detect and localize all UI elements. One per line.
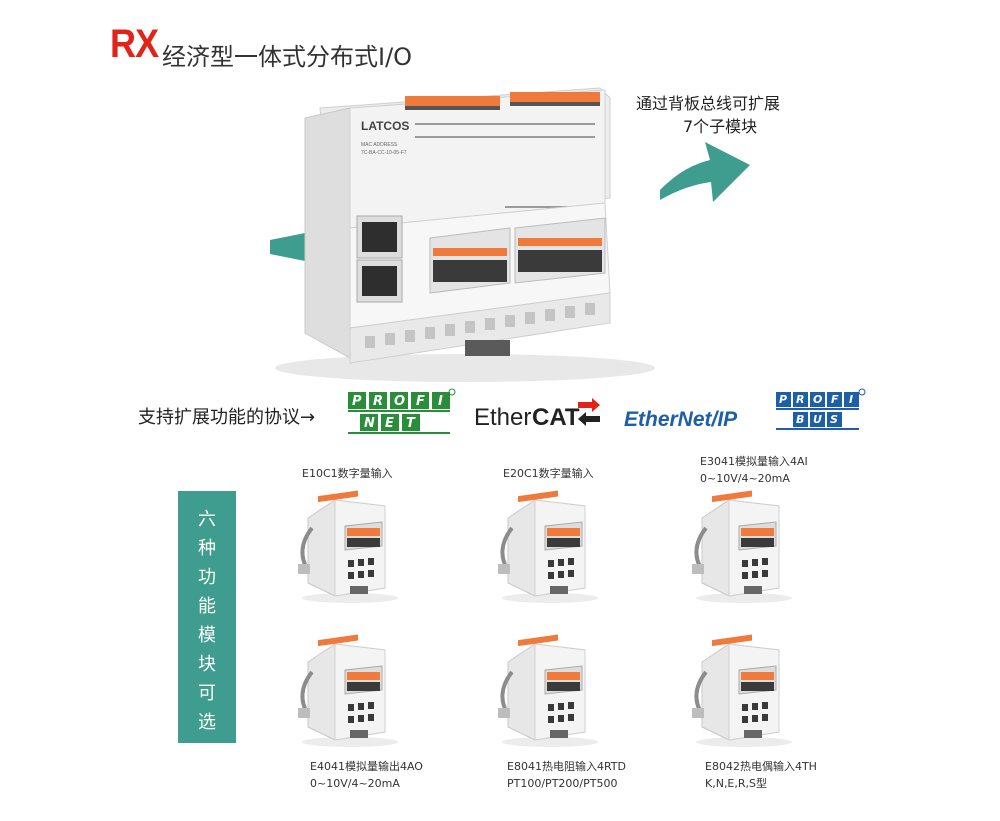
svg-text:P: P (352, 394, 362, 409)
svg-text:I: I (849, 393, 853, 406)
svg-text:N: N (364, 416, 375, 431)
ethernetip-logo-icon: EtherNet/IP (624, 408, 738, 431)
svg-text:B: B (796, 413, 804, 426)
bus-expansion-count: 7个子模块 (683, 117, 758, 136)
svg-text:E: E (385, 416, 394, 431)
svg-text:I: I (438, 394, 443, 409)
svg-text:EtherNet/IP: EtherNet/IP (624, 408, 738, 431)
banner-char: 功 (198, 567, 216, 588)
module-caption-e20c1: E20C1数字量输入 (503, 467, 594, 480)
svg-text:R: R (796, 393, 804, 406)
banner-char: 选 (198, 712, 216, 733)
banner-char: 块 (198, 654, 216, 675)
svg-text:U: U (813, 413, 822, 426)
device-mac-label: MAC ADDRESS (361, 142, 398, 148)
module-image-e8041 (496, 632, 600, 747)
module-caption-e3041: E3041模拟量输入4AI 0~10V/4~20mA (700, 455, 808, 485)
module-caption-e10c1: E10C1数字量输入 (302, 467, 393, 480)
svg-text:T: T (406, 416, 416, 431)
profinet-row2: N E T (360, 414, 420, 431)
module-options-banner: 六 种 功 能 模 块 可 选 (178, 491, 236, 743)
arrow-out-icon (660, 142, 750, 202)
main-io-device: LATCOS MAC ADDRESS 7C-BA-CC-10-05-F7 (275, 87, 655, 382)
ethercat-logo-icon: Ether CAT (474, 398, 600, 431)
profibus-logo-icon: P R O F I B U S (776, 388, 866, 430)
page-title: 经济型一体式分布式I/O (162, 43, 413, 71)
svg-text:F: F (831, 393, 839, 406)
module-image-e10c1 (296, 488, 400, 603)
bus-expansion-note: 通过背板总线可扩展 (636, 94, 781, 113)
profinet-row1: P R O F I (348, 392, 450, 409)
module-caption-e8042: E8042热电偶输入4TH K,N,E,R,S型 (705, 760, 817, 790)
module-image-e20c1 (496, 488, 600, 603)
svg-text:O: O (813, 393, 822, 406)
banner-char: 六 (198, 509, 216, 530)
svg-text:Ether: Ether (474, 404, 531, 431)
svg-text:O: O (394, 394, 405, 409)
module-caption-e4041: E4041模拟量输出4AO 0~10V/4~20mA (310, 760, 423, 790)
module-image-e8042 (690, 632, 794, 747)
profinet-logo-icon: P R O F I N E T (348, 388, 456, 434)
module-caption-e8041: E8041热电阻输入4RTD PT100/PT200/PT500 (507, 760, 626, 790)
device-model-label: 7C-BA-CC-10-05-F7 (361, 150, 407, 156)
brand-logo-text: RX (110, 22, 159, 66)
svg-text:F: F (416, 394, 425, 409)
device-brand-label: LATCOS (361, 119, 409, 133)
banner-char: 种 (198, 538, 216, 559)
module-image-e4041 (296, 632, 400, 747)
module-image-e3041 (690, 488, 794, 603)
svg-text:CAT: CAT (532, 404, 580, 431)
svg-text:S: S (830, 413, 838, 426)
svg-text:P: P (779, 393, 787, 406)
svg-text:R: R (373, 394, 383, 409)
banner-char: 可 (198, 683, 216, 704)
banner-char: 模 (198, 625, 216, 646)
banner-char: 能 (198, 596, 216, 617)
protocol-label: 支持扩展功能的协议→ (138, 407, 316, 428)
